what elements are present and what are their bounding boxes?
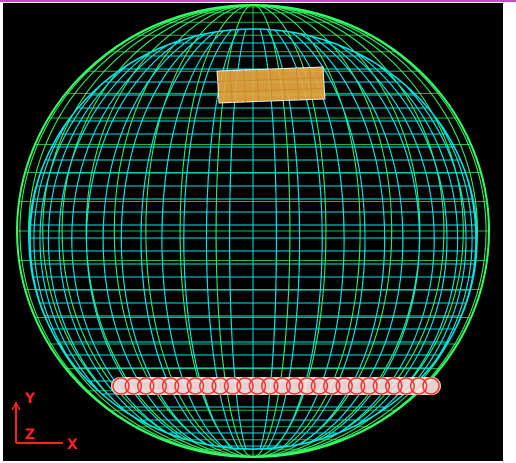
- inner-meridian: [29, 29, 477, 449]
- ring-circle: [236, 377, 254, 395]
- top-patch-grid-line: [216, 77, 324, 83]
- ring-circle: [335, 377, 353, 395]
- axis-label-z: Z: [25, 427, 35, 443]
- ring-circle: [248, 377, 267, 395]
- ring-circle: [186, 377, 205, 395]
- top-patch-grid-line: [243, 69, 246, 103]
- inner-meridian: [120, 29, 386, 449]
- inner-grid-outline: [28, 28, 478, 450]
- y-axis-arrow: [11, 401, 21, 411]
- inner-meridian: [47, 29, 459, 449]
- inner-meridian: [140, 29, 366, 449]
- ring-circle: [174, 377, 192, 395]
- ring-band: [111, 377, 441, 395]
- ring-circle: [124, 377, 143, 395]
- ring-circle: [149, 377, 167, 395]
- ring-circle: [137, 377, 155, 395]
- bottom-ring-circles: [111, 377, 441, 395]
- top-patch-grid-line: [256, 69, 260, 102]
- inner-meridian: [58, 29, 448, 449]
- axis-label-x: X: [67, 437, 78, 453]
- ring-circle: [347, 377, 366, 395]
- ring-circle: [360, 377, 378, 395]
- inner-meridian: [39, 29, 467, 449]
- top-patch-grid-line: [282, 68, 286, 101]
- axes-triad: Y Z X: [11, 391, 78, 453]
- inner-meridian: [183, 29, 323, 449]
- inner-meridian: [102, 29, 404, 449]
- ring-circle: [161, 377, 180, 395]
- ring-circle: [223, 377, 242, 395]
- ring-circle: [372, 377, 391, 395]
- ring-circle: [409, 377, 428, 395]
- inner-meridian: [86, 29, 420, 449]
- ring-circle: [298, 377, 316, 395]
- inner-meridian: [205, 29, 301, 449]
- ring-circle: [422, 377, 440, 395]
- top-patch-grid-line: [269, 68, 273, 102]
- ring-circle: [310, 377, 329, 395]
- ring-circle: [199, 377, 217, 395]
- graphics-viewport[interactable]: Y Z X: [3, 3, 503, 461]
- top-patch-grid-line: [296, 67, 299, 101]
- top-patch-grid-line: [216, 87, 324, 93]
- ring-circle: [385, 377, 403, 395]
- ring-circle: [285, 377, 304, 395]
- ring-circle: [261, 377, 279, 395]
- ring-circle: [397, 377, 415, 395]
- top-patch: [216, 66, 326, 104]
- top-patch-grid-line: [229, 70, 233, 103]
- inner-meridian: [33, 29, 473, 449]
- top-patch-grid-line: [309, 67, 313, 100]
- ring-circle: [211, 377, 229, 395]
- inner-meridian: [161, 29, 345, 449]
- ring-circle: [323, 377, 341, 395]
- ring-circle: [112, 377, 130, 395]
- inner-meridian: [71, 29, 435, 449]
- model-scene[interactable]: Y Z X: [3, 3, 503, 461]
- inner-meridian: [229, 29, 277, 449]
- viewport-right-margin: [503, 3, 516, 461]
- ring-circle: [273, 377, 291, 395]
- axis-label-y: Y: [24, 391, 36, 407]
- window-top-border: [0, 0, 516, 2]
